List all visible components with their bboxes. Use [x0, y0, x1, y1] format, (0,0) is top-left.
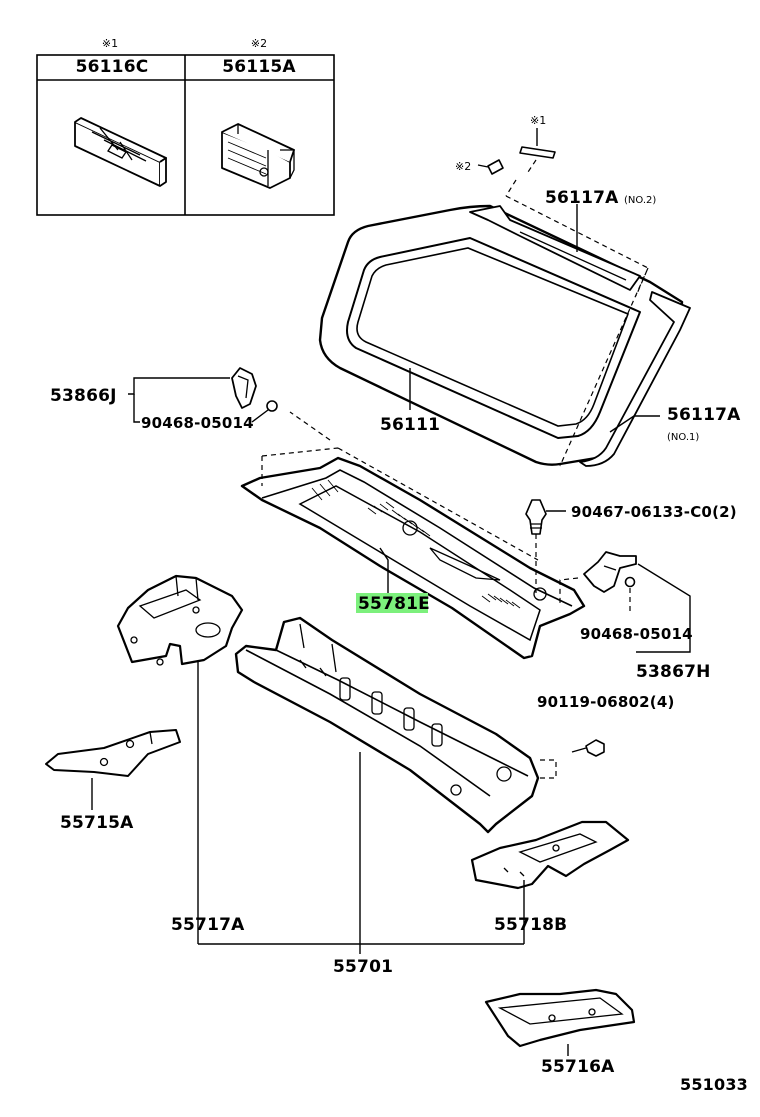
bolt-90119 [540, 739, 605, 779]
cowl-top-panel-55781e [240, 411, 586, 660]
label-90467-06133-c0[interactable]: 90467-06133-C0(2) [571, 503, 737, 521]
label-55717a[interactable]: 55717A [171, 915, 245, 935]
highlight-55781e [356, 593, 428, 613]
label-55716a[interactable]: 55716A [541, 1057, 615, 1077]
bracket-55716a [484, 988, 636, 1048]
diagram-code: 551033 [680, 1075, 748, 1094]
leader-lines [197, 204, 660, 954]
mark-1-label: ※1 [530, 114, 546, 127]
nut-90468-upper [266, 400, 278, 412]
inset-left-mark: ※1 [102, 37, 118, 50]
label-90119-06802[interactable]: 90119-06802(4) [537, 693, 675, 711]
inset-right-part-number[interactable]: 56115A [222, 57, 296, 77]
label-56117a-no1-note: (NO.1) [667, 432, 699, 443]
label-56117a-no2[interactable]: 56117A [545, 188, 619, 208]
label-90468-05014-upper[interactable]: 90468-05014 [141, 414, 254, 432]
label-55715a[interactable]: 55715A [60, 813, 134, 833]
part-56116c-drawing [74, 117, 167, 187]
label-55781e[interactable]: 55781E [358, 594, 430, 614]
bracket-55718b [470, 820, 630, 890]
windshield-glass-56111 [318, 195, 691, 467]
label-55718b[interactable]: 55718B [494, 915, 567, 935]
label-56117a-no2-note: (NO.2) [624, 195, 656, 206]
part-56115a-drawing [221, 123, 295, 189]
label-56111[interactable]: 56111 [380, 415, 440, 435]
clip-90467 [525, 499, 566, 596]
mark-2-label: ※2 [455, 160, 471, 173]
brace-55717a [116, 574, 244, 666]
bracket-53866j [231, 367, 257, 409]
part-labels: 56117A (NO.2) 56117A (NO.1) 53866J 90468… [50, 188, 748, 1094]
label-55701[interactable]: 55701 [333, 957, 393, 977]
sticker-parts: ※1 ※2 [455, 114, 556, 197]
label-56117a-no1[interactable]: 56117A [667, 405, 741, 425]
label-53867h[interactable]: 53867H [636, 662, 711, 682]
inset-left-part-number[interactable]: 56116C [76, 57, 149, 77]
brace-55715a [45, 729, 181, 777]
label-53866j[interactable]: 53866J [50, 386, 117, 406]
inset-right-mark: ※2 [251, 37, 267, 50]
label-90468-05014-lower[interactable]: 90468-05014 [580, 625, 693, 643]
dash-panel-55701 [234, 616, 540, 834]
inset-box: ※1 ※2 56116C 56115A [36, 37, 335, 216]
bracket-53867h [559, 551, 691, 653]
